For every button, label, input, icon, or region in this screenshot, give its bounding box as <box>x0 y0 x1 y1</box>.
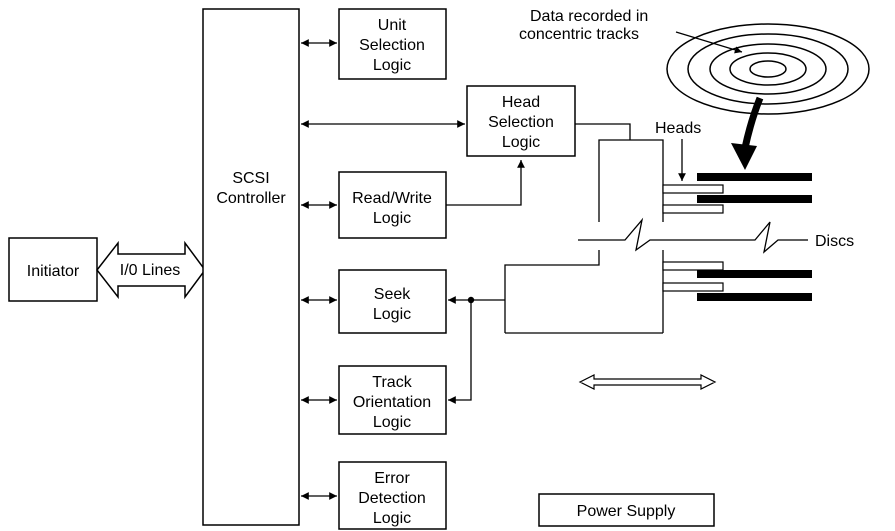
read-write-to-head-selection-wire <box>446 160 525 206</box>
unit-selection-line1: Unit <box>378 17 407 34</box>
initiator-label: Initiator <box>27 263 80 280</box>
tracks-to-disc-arrow <box>731 96 764 170</box>
tracks-note-line1: Data recorded in <box>530 8 648 25</box>
disc-platter <box>697 270 812 278</box>
actuator-base <box>504 250 600 333</box>
io-lines-label: I/0 Lines <box>120 262 180 279</box>
actuator-upper-arm <box>598 139 664 222</box>
seek-line1: Seek <box>374 286 411 303</box>
io-lines-bus: I/0 Lines <box>96 240 206 300</box>
discs-stack <box>697 173 812 301</box>
heads-label: Heads <box>655 120 701 137</box>
head-selection-to-actuator-wire <box>575 123 631 140</box>
tracks-note-pointer <box>675 31 743 54</box>
disc-platter <box>697 195 812 203</box>
discs-label: Discs <box>815 233 854 250</box>
disc-platter <box>697 293 812 301</box>
upper-heads <box>662 184 724 214</box>
track-orientation-line2: Orientation <box>353 394 431 411</box>
power-supply-label: Power Supply <box>577 503 676 520</box>
tracks-note-line2: concentric tracks <box>519 26 639 43</box>
controller-label-line2: Controller <box>216 190 286 207</box>
mechanism-wiring <box>446 123 631 404</box>
track-ring <box>729 52 807 86</box>
unit-selection-logic-block: Unit Selection Logic <box>338 8 447 80</box>
track-orientation-line3: Logic <box>373 414 411 431</box>
head-selection-line2: Selection <box>488 114 554 131</box>
error-detection-logic-block: Error Detection Logic <box>338 461 447 530</box>
error-detection-line1: Error <box>374 470 410 487</box>
track-ring <box>709 43 827 95</box>
concentric-tracks <box>666 23 870 115</box>
motion-double-arrow <box>578 374 717 390</box>
seek-line2: Logic <box>373 306 411 323</box>
error-detection-line3: Logic <box>373 510 411 527</box>
track-ring <box>687 33 849 105</box>
disc-platter <box>697 173 812 181</box>
track-orientation-logic-block: Track Orientation Logic <box>338 365 447 435</box>
head-selection-line3: Logic <box>502 134 540 151</box>
track-ring <box>749 60 787 78</box>
scsi-controller-block: SCSI Controller <box>202 8 300 526</box>
track-orientation-line1: Track <box>372 374 412 391</box>
head-selection-logic-block: Head Selection Logic <box>466 85 576 157</box>
initiator-block: Initiator <box>8 237 98 302</box>
head-selection-line1: Head <box>502 94 540 111</box>
read-write-line2: Logic <box>373 210 411 227</box>
power-supply-block: Power Supply <box>538 493 715 527</box>
head-arm <box>662 204 724 214</box>
unit-selection-line3: Logic <box>373 57 411 74</box>
break-line <box>578 217 800 254</box>
track-ring <box>666 23 870 115</box>
read-write-line1: Read/Write <box>352 190 432 207</box>
junction-dot <box>467 296 475 304</box>
error-detection-line2: Detection <box>358 490 426 507</box>
head-arm <box>662 261 724 271</box>
controller-label-line1: SCSI <box>232 170 269 187</box>
unit-selection-line2: Selection <box>359 37 425 54</box>
head-arm <box>662 282 724 292</box>
track-orientation-feedback-wire <box>448 300 472 404</box>
head-arm <box>662 184 724 194</box>
lower-heads <box>662 261 724 292</box>
break-zigzag <box>578 217 800 254</box>
read-write-logic-block: Read/Write Logic <box>338 171 447 239</box>
controller-connectors <box>301 39 465 500</box>
seek-logic-block: Seek Logic <box>338 269 447 334</box>
